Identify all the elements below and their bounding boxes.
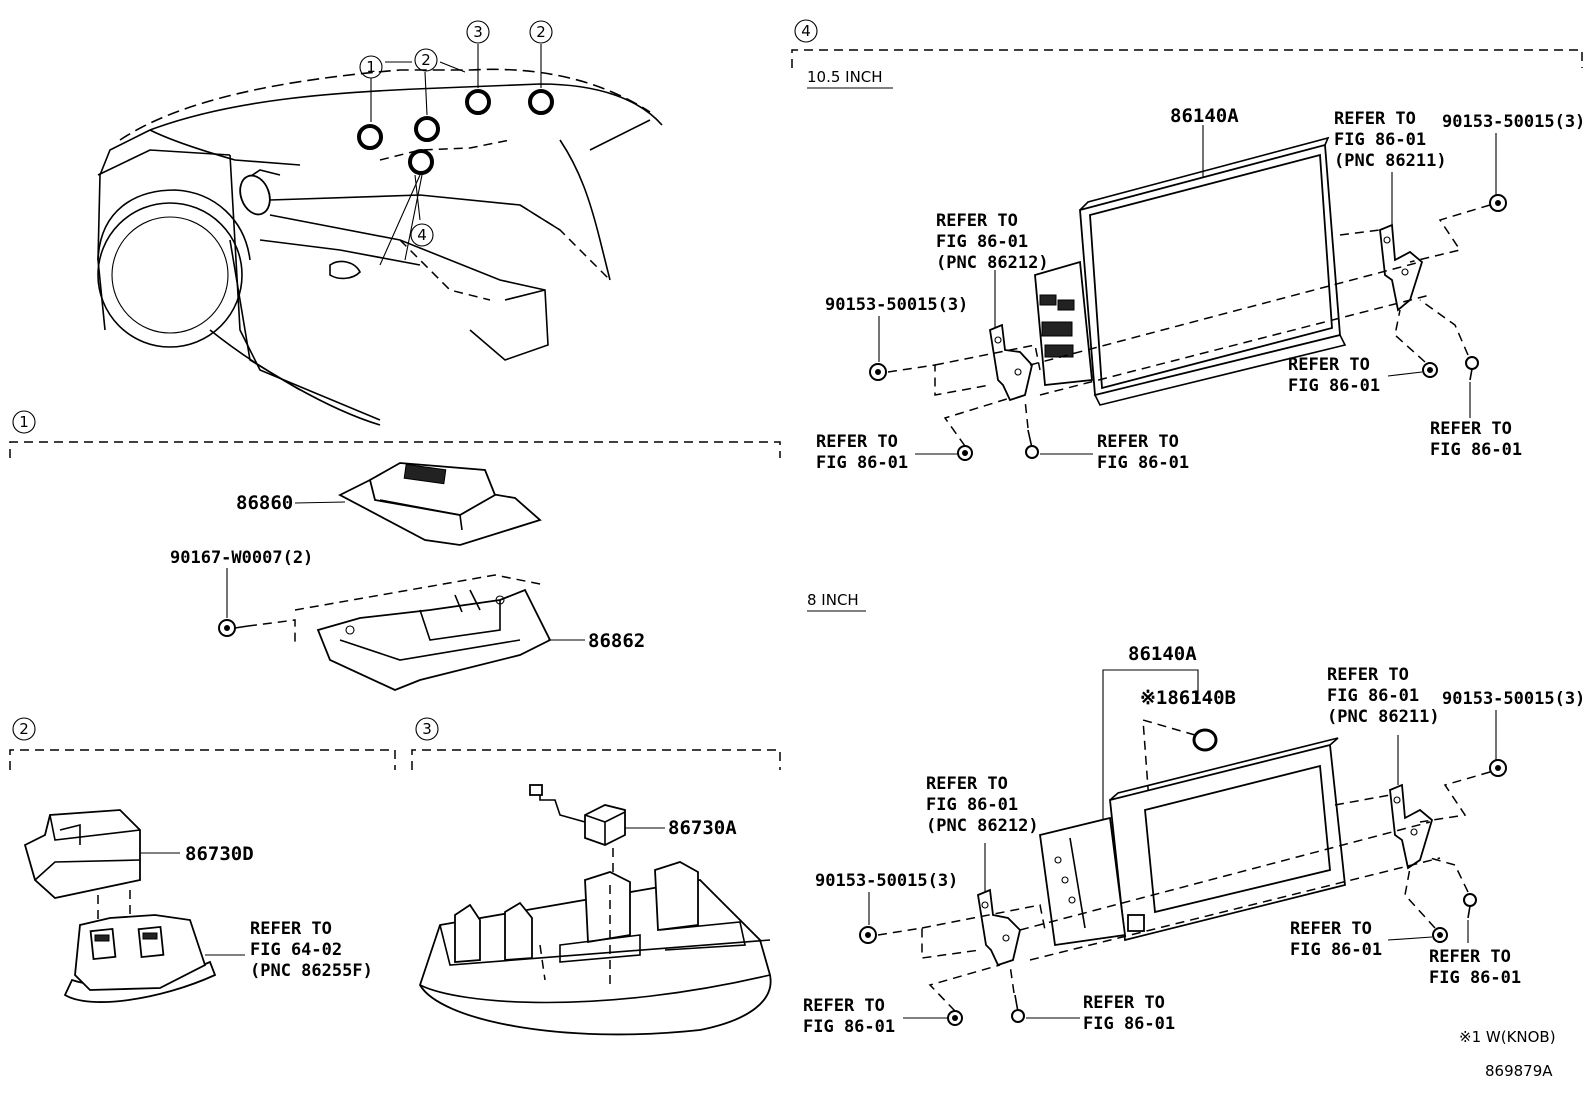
ref-8-b-line3: (PNC 86212) bbox=[926, 816, 1039, 836]
part-86730d-illustration bbox=[23, 809, 141, 899]
label-86730a: 86730A bbox=[668, 817, 737, 839]
screw-icon bbox=[1025, 429, 1039, 459]
label-bolt-8-a: 90153-50015(3) bbox=[1442, 689, 1585, 709]
label-bolt-8-b: 90153-50015(3) bbox=[815, 871, 958, 891]
ref-8-f-line2: FIG 86-01 bbox=[1429, 968, 1521, 988]
ref-10-5-b-line3: (PNC 86212) bbox=[936, 253, 1049, 273]
svg-text:2: 2 bbox=[19, 720, 29, 738]
knob-icon bbox=[1192, 728, 1218, 752]
callout-3: 3 bbox=[466, 20, 490, 44]
variant-label-10-5-inch: 10.5 INCH bbox=[807, 68, 883, 86]
section-4: 4 10.5 INCH 86140A REFER TO FIG 86-01 bbox=[791, 19, 1585, 1037]
bracket-left-10-5 bbox=[988, 323, 1033, 402]
screw-icon bbox=[1465, 356, 1479, 381]
screw-icon bbox=[1011, 994, 1025, 1023]
ref-8-a-line1: REFER TO bbox=[1327, 665, 1409, 685]
label-86730d: 86730D bbox=[185, 843, 254, 865]
ref-10-5-b-line1: REFER TO bbox=[936, 211, 1018, 231]
drawing-id: 869879A bbox=[1485, 1062, 1553, 1080]
part-86862-illustration bbox=[316, 588, 552, 691]
bolt-icon bbox=[1422, 362, 1438, 378]
ref-10-5-a-line3: (PNC 86211) bbox=[1334, 151, 1447, 171]
callout-2b: 2 bbox=[529, 20, 553, 44]
ref-10-5-b-line2: FIG 86-01 bbox=[936, 232, 1028, 252]
ref-8-c-line2: FIG 86-01 bbox=[803, 1017, 895, 1037]
svg-text:1: 1 bbox=[19, 413, 29, 431]
ref-8-a-line2: FIG 86-01 bbox=[1327, 686, 1419, 706]
ref-10-5-e-line1: REFER TO bbox=[1288, 355, 1370, 375]
section-4-number: 4 bbox=[794, 19, 818, 43]
footnote-knob: ※1 W(KNOB) bbox=[1459, 1028, 1556, 1046]
callout-1: 1 bbox=[359, 55, 383, 79]
svg-text:1: 1 bbox=[366, 58, 376, 76]
bolt-icon bbox=[1489, 194, 1507, 212]
vehicle-overview-illustration: 1 2 3 2 4 bbox=[97, 20, 663, 426]
bolt-icon bbox=[1489, 759, 1507, 777]
svg-text:4: 4 bbox=[417, 226, 427, 244]
section-1-number: 1 bbox=[12, 410, 36, 434]
ref-8-c-line1: REFER TO bbox=[803, 996, 885, 1016]
bracket-left-8 bbox=[976, 888, 1021, 967]
ref-section2-line1: REFER TO bbox=[250, 919, 332, 939]
ref-8-a-line3: (PNC 86211) bbox=[1327, 707, 1440, 727]
section-2: 2 86730D REFER TO FIG 64-02 (PNC 86255F) bbox=[9, 717, 396, 1003]
bolt-icon bbox=[218, 619, 249, 637]
callout-4: 4 bbox=[410, 223, 434, 247]
ref-section2-line2: FIG 64-02 bbox=[250, 940, 342, 960]
label-86862: 86862 bbox=[588, 630, 645, 652]
label-86140b-knob: ※186140B bbox=[1140, 687, 1236, 709]
svg-text:3: 3 bbox=[422, 720, 432, 738]
bolt-icon bbox=[957, 445, 973, 461]
label-bolt-10-5-a: 90153-50015(3) bbox=[1442, 112, 1585, 132]
ref-10-5-e-line2: FIG 86-01 bbox=[1288, 376, 1380, 396]
variant-label-8-inch: 8 INCH bbox=[807, 591, 859, 609]
ref-10-5-f-line2: FIG 86-01 bbox=[1430, 440, 1522, 460]
bracket-right-8 bbox=[1389, 783, 1434, 870]
label-86860: 86860 bbox=[236, 492, 293, 514]
ref-8-d-line1: REFER TO bbox=[1083, 993, 1165, 1013]
svg-text:3: 3 bbox=[473, 23, 483, 41]
bolt-icon bbox=[947, 1010, 963, 1026]
svg-text:2: 2 bbox=[421, 51, 431, 69]
part-86730a-illustration bbox=[529, 784, 626, 846]
ref-8-b-line2: FIG 86-01 bbox=[926, 795, 1018, 815]
ref-8-b-line1: REFER TO bbox=[926, 774, 1008, 794]
ref-10-5-d-line2: FIG 86-01 bbox=[1097, 453, 1189, 473]
overhead-console-illustration bbox=[419, 861, 772, 1036]
section-3-number: 3 bbox=[415, 717, 439, 741]
label-86140a-10-5: 86140A bbox=[1170, 105, 1239, 127]
screw-icon bbox=[1463, 893, 1477, 919]
label-bolt-10-5-b: 90153-50015(3) bbox=[825, 295, 968, 315]
section-1: 1 86860 90167-W0007(2) bbox=[9, 410, 781, 691]
ref-10-5-a-line1: REFER TO bbox=[1334, 109, 1416, 129]
ref-8-e-line1: REFER TO bbox=[1290, 919, 1372, 939]
ref-10-5-c-line2: FIG 86-01 bbox=[816, 453, 908, 473]
svg-text:2: 2 bbox=[536, 23, 546, 41]
ref-10-5-a-line2: FIG 86-01 bbox=[1334, 130, 1426, 150]
bolt-icon bbox=[1432, 927, 1448, 943]
ref-10-5-f-line1: REFER TO bbox=[1430, 419, 1512, 439]
ref-10-5-d-line1: REFER TO bbox=[1097, 432, 1179, 452]
callout-2: 2 bbox=[414, 48, 438, 72]
part-86860-illustration bbox=[338, 462, 542, 546]
svg-text:4: 4 bbox=[801, 22, 811, 40]
bolt-icon bbox=[859, 926, 877, 944]
label-86140a-8: 86140A bbox=[1128, 643, 1197, 665]
display-8-illustration bbox=[1038, 737, 1346, 947]
ref-10-5-c-line1: REFER TO bbox=[816, 432, 898, 452]
ref-8-d-line2: FIG 86-01 bbox=[1083, 1014, 1175, 1034]
ref-8-f-line1: REFER TO bbox=[1429, 947, 1511, 967]
bolt-icon bbox=[869, 363, 887, 381]
display-10-5-illustration bbox=[1034, 136, 1347, 406]
switch-bezel-illustration bbox=[63, 914, 217, 1003]
label-90167-w0007: 90167-W0007(2) bbox=[170, 548, 313, 568]
section-2-number: 2 bbox=[12, 717, 36, 741]
section-3: 3 86730A bbox=[411, 717, 781, 1036]
ref-section2-line3: (PNC 86255F) bbox=[250, 961, 373, 981]
ref-8-e-line2: FIG 86-01 bbox=[1290, 940, 1382, 960]
